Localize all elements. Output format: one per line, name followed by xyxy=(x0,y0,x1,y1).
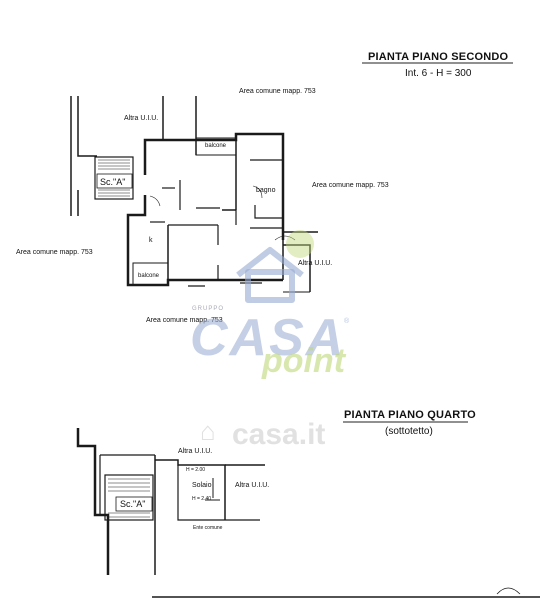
label-stair-upper: Sc."A" xyxy=(100,177,126,187)
watermark-point: point xyxy=(262,342,346,380)
label-area-comune-top: Area comune mapp. 753 xyxy=(239,88,316,95)
label-solaio: Solaio xyxy=(192,482,212,489)
label-area-comune-bottom: Area comune mapp. 753 xyxy=(146,317,223,324)
label-bagno: bagno xyxy=(256,187,276,194)
casa-it-logo-icon: ⌂ xyxy=(200,416,216,446)
label-area-comune-left: Area comune mapp. 753 xyxy=(16,249,93,256)
watermark-registered: ® xyxy=(344,318,350,325)
label-lower-altra-uiu-right: Altra U.I.U. xyxy=(235,482,270,489)
watermark-casa: CASA xyxy=(190,309,346,367)
label-altra-uiu-right: Altra U.I.U. xyxy=(298,260,333,267)
watermark-gruppo: GRUPPO xyxy=(192,306,225,312)
upper-stair-block xyxy=(94,156,134,200)
green-circle-logo-icon xyxy=(286,230,314,258)
label-area-comune-right: Area comune mapp. 753 xyxy=(312,182,389,189)
label-balcone-bottom: balcone xyxy=(138,273,160,279)
upper-floor-plan xyxy=(70,96,318,293)
casa-house-logo-icon xyxy=(236,247,304,303)
label-stair-lower: Sc."A" xyxy=(120,499,146,509)
lower-plan-subtitle: (sottotetto) xyxy=(385,426,433,437)
lower-plan-title: PIANTA PIANO QUARTO xyxy=(344,409,476,421)
label-k: k xyxy=(149,237,153,244)
upper-plan-subtitle: Int. 6 - H = 300 xyxy=(405,68,472,79)
lower-stair-block xyxy=(104,474,154,521)
lower-floor-plan xyxy=(76,428,540,598)
upper-plan-title: PIANTA PIANO SECONDO xyxy=(368,51,509,63)
label-ente-comune: Ente comune xyxy=(193,525,223,531)
label-lower-altra-uiu-top: Altra U.I.U. xyxy=(178,448,213,455)
label-h-200: H = 2.00 xyxy=(186,467,206,473)
watermark-casa-it: casa.it xyxy=(232,418,326,451)
label-h-240: H = 2.40 xyxy=(192,496,212,502)
label-balcone-top: balcone xyxy=(205,143,227,149)
label-altra-uiu-top: Altra U.I.U. xyxy=(124,115,159,122)
